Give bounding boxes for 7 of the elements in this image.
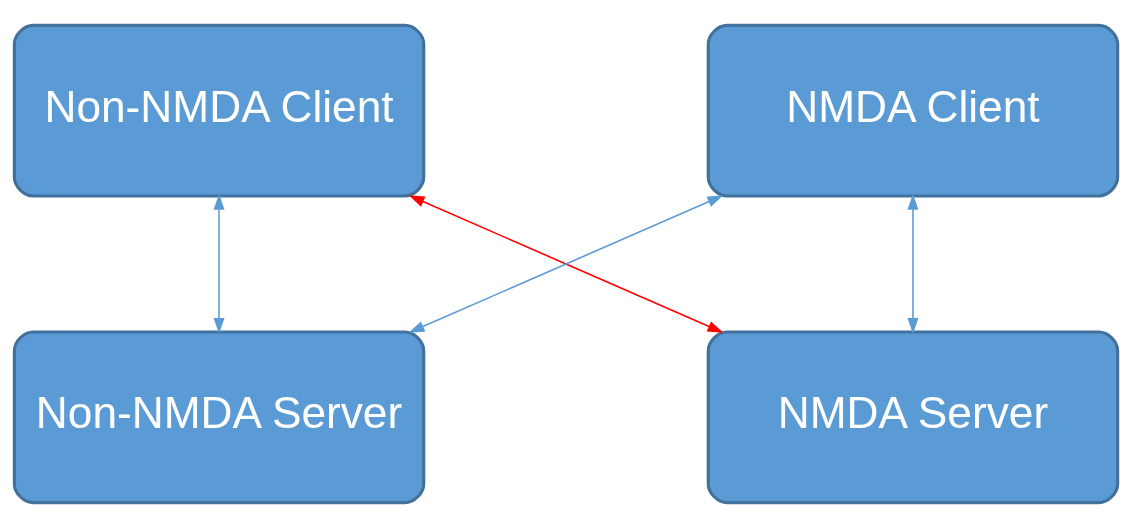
arrow: [213, 194, 225, 334]
node-box: Non-NMDA Client: [12, 23, 426, 198]
node-box: Non-NMDA Server: [12, 330, 426, 505]
arrow: [907, 194, 919, 334]
node-box: NMDA Server: [706, 330, 1120, 505]
node-box: NMDA Client: [706, 23, 1120, 198]
arrow: [408, 195, 724, 333]
